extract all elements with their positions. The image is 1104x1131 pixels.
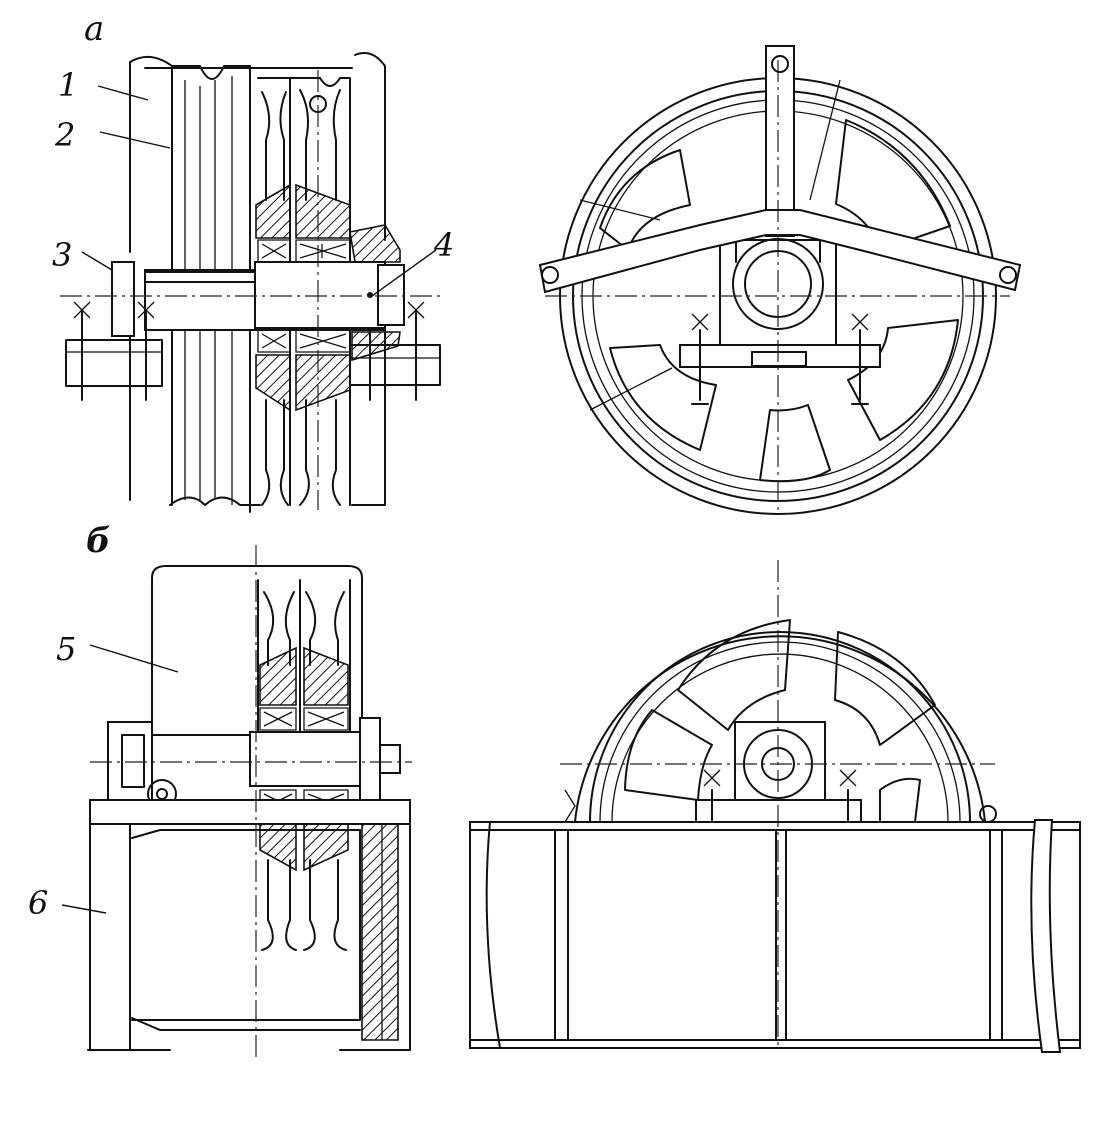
view-b-letter: б xyxy=(86,521,111,561)
label-1: 1 xyxy=(58,66,78,104)
label-6: 6 xyxy=(28,884,48,922)
view-a-front xyxy=(538,45,1022,515)
view-b-side xyxy=(61,545,412,1060)
view-b-front xyxy=(469,560,1081,1053)
view-a-letter: а xyxy=(84,9,104,49)
label-4: 4 xyxy=(433,226,454,264)
label-2: 2 xyxy=(54,116,75,154)
label-5: 5 xyxy=(56,630,76,668)
label-3: 3 xyxy=(52,236,72,274)
view-a-side-section xyxy=(60,52,445,513)
